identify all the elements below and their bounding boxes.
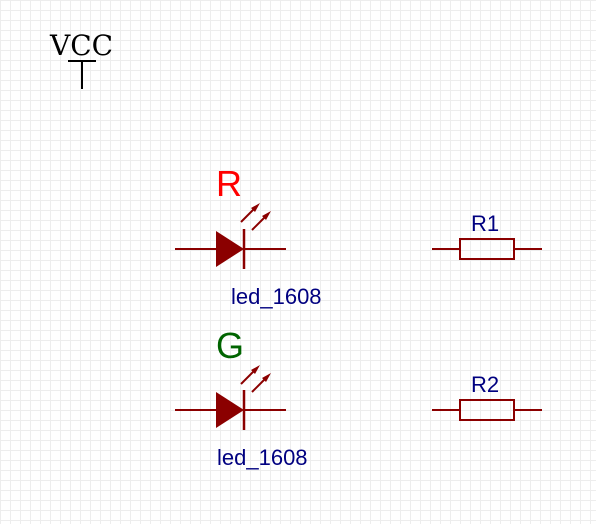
vcc-power-symbol[interactable]: VCC <box>49 29 113 89</box>
led-red-arrowhead-2 <box>262 211 271 220</box>
led-green-emission-arrow-1 <box>240 369 256 385</box>
resistor-r1-symbol[interactable]: R1 <box>432 211 542 260</box>
led-red-color-tag: R <box>216 163 242 204</box>
resistor-r1-designator: R1 <box>471 211 499 236</box>
led-green-symbol[interactable]: G led_1608 <box>175 325 308 470</box>
led-green-color-tag: G <box>216 325 244 366</box>
vcc-net-label: VCC <box>49 29 113 62</box>
led-green-part-label: led_1608 <box>217 445 308 470</box>
led-red-emission-arrow-1 <box>240 207 256 223</box>
led-green-arrowhead-2 <box>262 373 271 382</box>
led-red-emission-arrow-2 <box>251 215 267 231</box>
resistor-r2-symbol[interactable]: R2 <box>432 372 542 421</box>
led-red-arrowhead-1 <box>251 203 260 212</box>
led-green-arrowhead-1 <box>251 365 260 374</box>
led-green-emission-arrow-2 <box>251 377 267 393</box>
led-green-diode-triangle <box>216 392 244 428</box>
led-red-part-label: led_1608 <box>231 284 322 309</box>
led-red-symbol[interactable]: R led_1608 <box>175 163 322 309</box>
led-red-diode-triangle <box>216 231 244 267</box>
resistor-r2-designator: R2 <box>471 372 499 397</box>
